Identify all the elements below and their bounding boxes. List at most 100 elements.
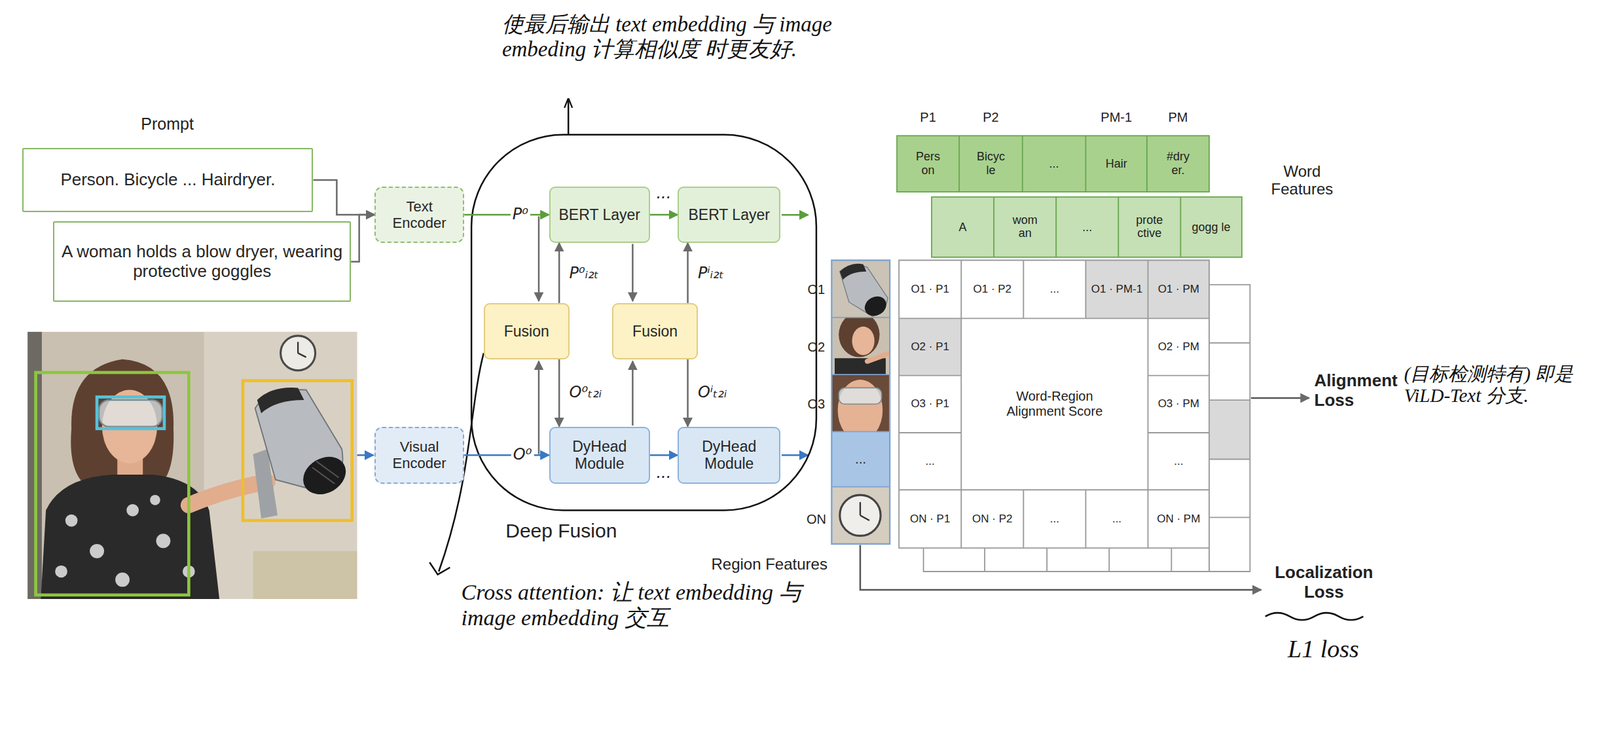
region-index: ON: [806, 511, 827, 527]
connector-arrow: [312, 180, 375, 215]
clock-hands: [860, 502, 870, 521]
goggles: [98, 400, 163, 427]
word-token: wom an: [1005, 213, 1045, 241]
handwritten-note: (目标检测特有) 即是 ViLD-Text 分支.: [1404, 363, 1595, 408]
bounding-box: [36, 372, 190, 596]
photo: [27, 331, 357, 600]
fusion-input: [538, 216, 540, 301]
handwritten-squiggle: [1265, 612, 1364, 620]
region-crop: [831, 260, 890, 318]
score-cell: O2 · P1: [910, 340, 950, 354]
prompt-box: A woman holds a blow dryer, wearing prot…: [53, 221, 351, 302]
dryer-nozzle: [860, 292, 890, 318]
edge-label: P⁰ᵢ₂ₜ: [567, 264, 601, 283]
prompt-box: Person. Bicycle ... Hairdryer.: [22, 147, 313, 213]
node-text: BERT Layer: [688, 206, 770, 224]
region-column: [831, 260, 890, 545]
score-cell: O1 · P1: [910, 282, 950, 296]
score-cell: O1 · PM: [1158, 282, 1200, 296]
clock: [280, 335, 316, 371]
word-index: P1: [919, 109, 936, 126]
word-token: ...: [1067, 219, 1107, 234]
node-text: BERT Layer: [559, 206, 641, 224]
dyhead-box: DyHead Module: [677, 426, 781, 484]
module-group-title: Deep Fusion: [505, 519, 617, 543]
bounding-box: [242, 380, 353, 521]
face: [837, 379, 884, 433]
region-cell-lines: [831, 317, 890, 488]
score-cell-shade: [1148, 260, 1210, 319]
connector-arrow: [464, 454, 549, 457]
blouse: [834, 358, 886, 375]
word-index: PM-1: [1100, 109, 1132, 126]
word-cell-lines: [959, 135, 1147, 192]
node-text: Text Encoder: [382, 198, 457, 232]
pattern-dot: [155, 533, 171, 548]
score-cell-shade: [1085, 260, 1148, 319]
handwritten-note: Cross attention: 让 text embedding 与 imag…: [461, 579, 829, 631]
pattern-dot: [89, 544, 105, 559]
word-token: ...: [1035, 157, 1074, 171]
dyhead-box: DyHead Module: [549, 426, 651, 484]
score-cell: ...: [1112, 512, 1122, 526]
connector-arrow: [686, 242, 689, 304]
score-cell: ON · P2: [972, 512, 1013, 526]
wall: [204, 331, 358, 600]
node-text: DyHead Module: [685, 437, 773, 473]
face: [851, 326, 874, 356]
score-cell: ...: [1050, 282, 1060, 296]
score-cell: O2 · PM: [1158, 340, 1200, 354]
node-text: Fusion: [504, 322, 550, 340]
connector-arrow: [686, 359, 689, 427]
output-arrow: [781, 454, 809, 456]
connector-arrow: [650, 214, 678, 217]
clock: [839, 494, 881, 536]
fusion-input: [538, 361, 540, 455]
region-crop: [831, 374, 890, 432]
word-feature-row: [931, 197, 1242, 258]
nozzle-ribs: [312, 461, 340, 484]
pattern-dot: [54, 565, 68, 579]
blouse-pattern: [54, 494, 196, 587]
goggles: [838, 387, 882, 404]
word-token: Hair: [1097, 157, 1136, 171]
input-arrow: [357, 454, 374, 456]
dryer-band: [839, 263, 867, 280]
score-cell-shade: [898, 318, 962, 376]
edge-label: Oⁱₜ₂ᵢ: [695, 383, 729, 402]
edge-label: Pⁱᵢ₂ₜ: [695, 264, 727, 283]
score-cell: ON · PM: [1156, 512, 1200, 526]
word-token: gogg le: [1192, 219, 1231, 234]
handwritten-arrow: [567, 98, 569, 135]
score-grid-ground: [898, 260, 1210, 549]
pattern-dot: [65, 514, 78, 528]
word-feature-row: [896, 135, 1210, 192]
node-text: Visual Encoder: [382, 438, 457, 473]
connector-arrow: [558, 359, 561, 427]
dryer-band: [257, 387, 305, 414]
arm: [188, 481, 268, 506]
region-token: ...: [854, 451, 867, 467]
output-arrow: [781, 214, 809, 216]
node-text: A woman holds a blow dryer, wearing prot…: [60, 242, 344, 282]
photo-background: [27, 331, 357, 600]
score-grid: [898, 260, 1210, 549]
edge-label: P⁰: [510, 205, 531, 224]
bert-layer-box: BERT Layer: [677, 186, 781, 243]
pattern-dot: [149, 494, 161, 506]
score-matrix-title: Word-Region Alignment Score: [993, 388, 1116, 419]
score-cell: ...: [1173, 454, 1183, 469]
loss-arrow: [1251, 397, 1310, 399]
node-text: DyHead Module: [557, 437, 643, 473]
word-cell-lines: [993, 197, 1181, 258]
region-index: O1: [807, 281, 826, 297]
score-cell: O3 · PM: [1158, 397, 1200, 411]
connector-arrow: [464, 214, 549, 217]
score-cell: O1 · P2: [973, 282, 1013, 296]
word-token: Bicyc le: [971, 150, 1011, 178]
encoder-box: Text Encoder: [374, 186, 465, 243]
edge-label: ...: [654, 184, 673, 203]
loss-name: Localization Loss: [1268, 563, 1380, 603]
encoder-box: Visual Encoder: [374, 426, 465, 484]
region-placeholder: [831, 431, 890, 487]
